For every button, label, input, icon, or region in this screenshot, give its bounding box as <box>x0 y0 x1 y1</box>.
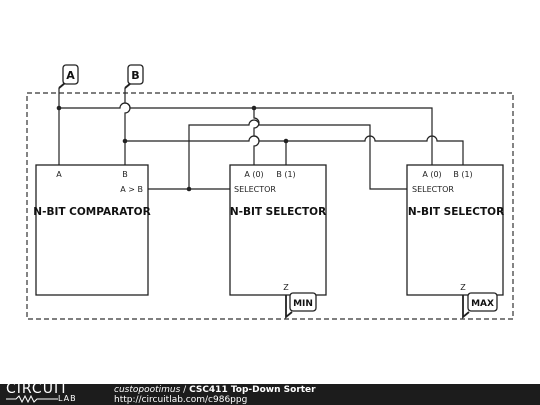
subcircuit-boundary <box>26 92 514 320</box>
selector-min-pin-z: Z <box>283 283 289 292</box>
author-name[interactable]: custopootimus <box>114 385 181 395</box>
input-tag-a[interactable]: A <box>58 64 79 89</box>
wire-input-b <box>124 88 131 165</box>
selector-min-pin-sel: SELECTOR <box>234 185 276 194</box>
wire-a-bus <box>59 102 433 165</box>
selector-min-block[interactable]: A (0) B (1) SELECTOR N-BIT SELECTOR Z <box>229 164 327 296</box>
output-max-label: MAX <box>471 299 494 309</box>
logo-text-top: CIRCUIT <box>6 381 69 397</box>
selector-min-pin-a: A (0) <box>244 170 263 179</box>
comparator-pin-a: A <box>56 170 62 179</box>
selector-min-pin-b: B (1) <box>276 170 295 179</box>
comparator-pin-b: B <box>122 170 128 179</box>
schematic-canvas: A B A B A > B N-BIT COMPARATOR A (0) B (… <box>26 64 514 320</box>
wire-a-to-min <box>253 108 260 165</box>
junction-dot <box>283 138 289 144</box>
input-b-label: B <box>131 69 139 82</box>
logo-text-bottom: LAB <box>58 394 77 403</box>
junctions <box>56 105 289 192</box>
wire-b-bus <box>125 135 464 165</box>
circuitlab-logo[interactable]: CIRCUIT LAB <box>6 381 96 405</box>
selector-max-title: N-BIT SELECTOR <box>408 206 504 218</box>
input-tag-b[interactable]: B <box>124 64 144 89</box>
resistor-squiggle-icon <box>6 395 58 403</box>
comparator-title: N-BIT COMPARATOR <box>33 206 150 218</box>
circuit-meta: custopootimus / CSC411 Top-Down Sorter h… <box>114 385 316 405</box>
footer-bar: CIRCUIT LAB custopootimus / CSC411 Top-D… <box>0 381 540 405</box>
junction-dot <box>251 105 257 111</box>
selector-max-pin-a: A (0) <box>422 170 441 179</box>
output-min-label: MIN <box>293 299 313 309</box>
comparator-block[interactable]: A B A > B N-BIT COMPARATOR <box>33 164 151 296</box>
junction-dot <box>56 105 62 111</box>
selector-max-pin-z: Z <box>460 283 466 292</box>
circuit-url[interactable]: http://circuitlab.com/c986ppg <box>114 395 248 405</box>
output-tag-max[interactable]: MAX <box>462 292 498 319</box>
selector-min-title: N-BIT SELECTOR <box>230 206 326 218</box>
output-tag-min[interactable]: MIN <box>285 292 317 319</box>
input-a-label: A <box>66 69 75 82</box>
comparator-pin-out: A > B <box>120 185 143 194</box>
junction-dot <box>186 186 192 192</box>
wire-cmp-to-max-sel <box>188 119 407 190</box>
junction-dot <box>122 138 128 144</box>
selector-max-block[interactable]: A (0) B (1) SELECTOR N-BIT SELECTOR Z <box>406 164 504 296</box>
wires <box>58 88 464 190</box>
circuit-name[interactable]: CSC411 Top-Down Sorter <box>189 385 316 395</box>
selector-max-pin-sel: SELECTOR <box>412 185 454 194</box>
selector-max-pin-b: B (1) <box>453 170 472 179</box>
meta-separator: / <box>180 385 190 395</box>
